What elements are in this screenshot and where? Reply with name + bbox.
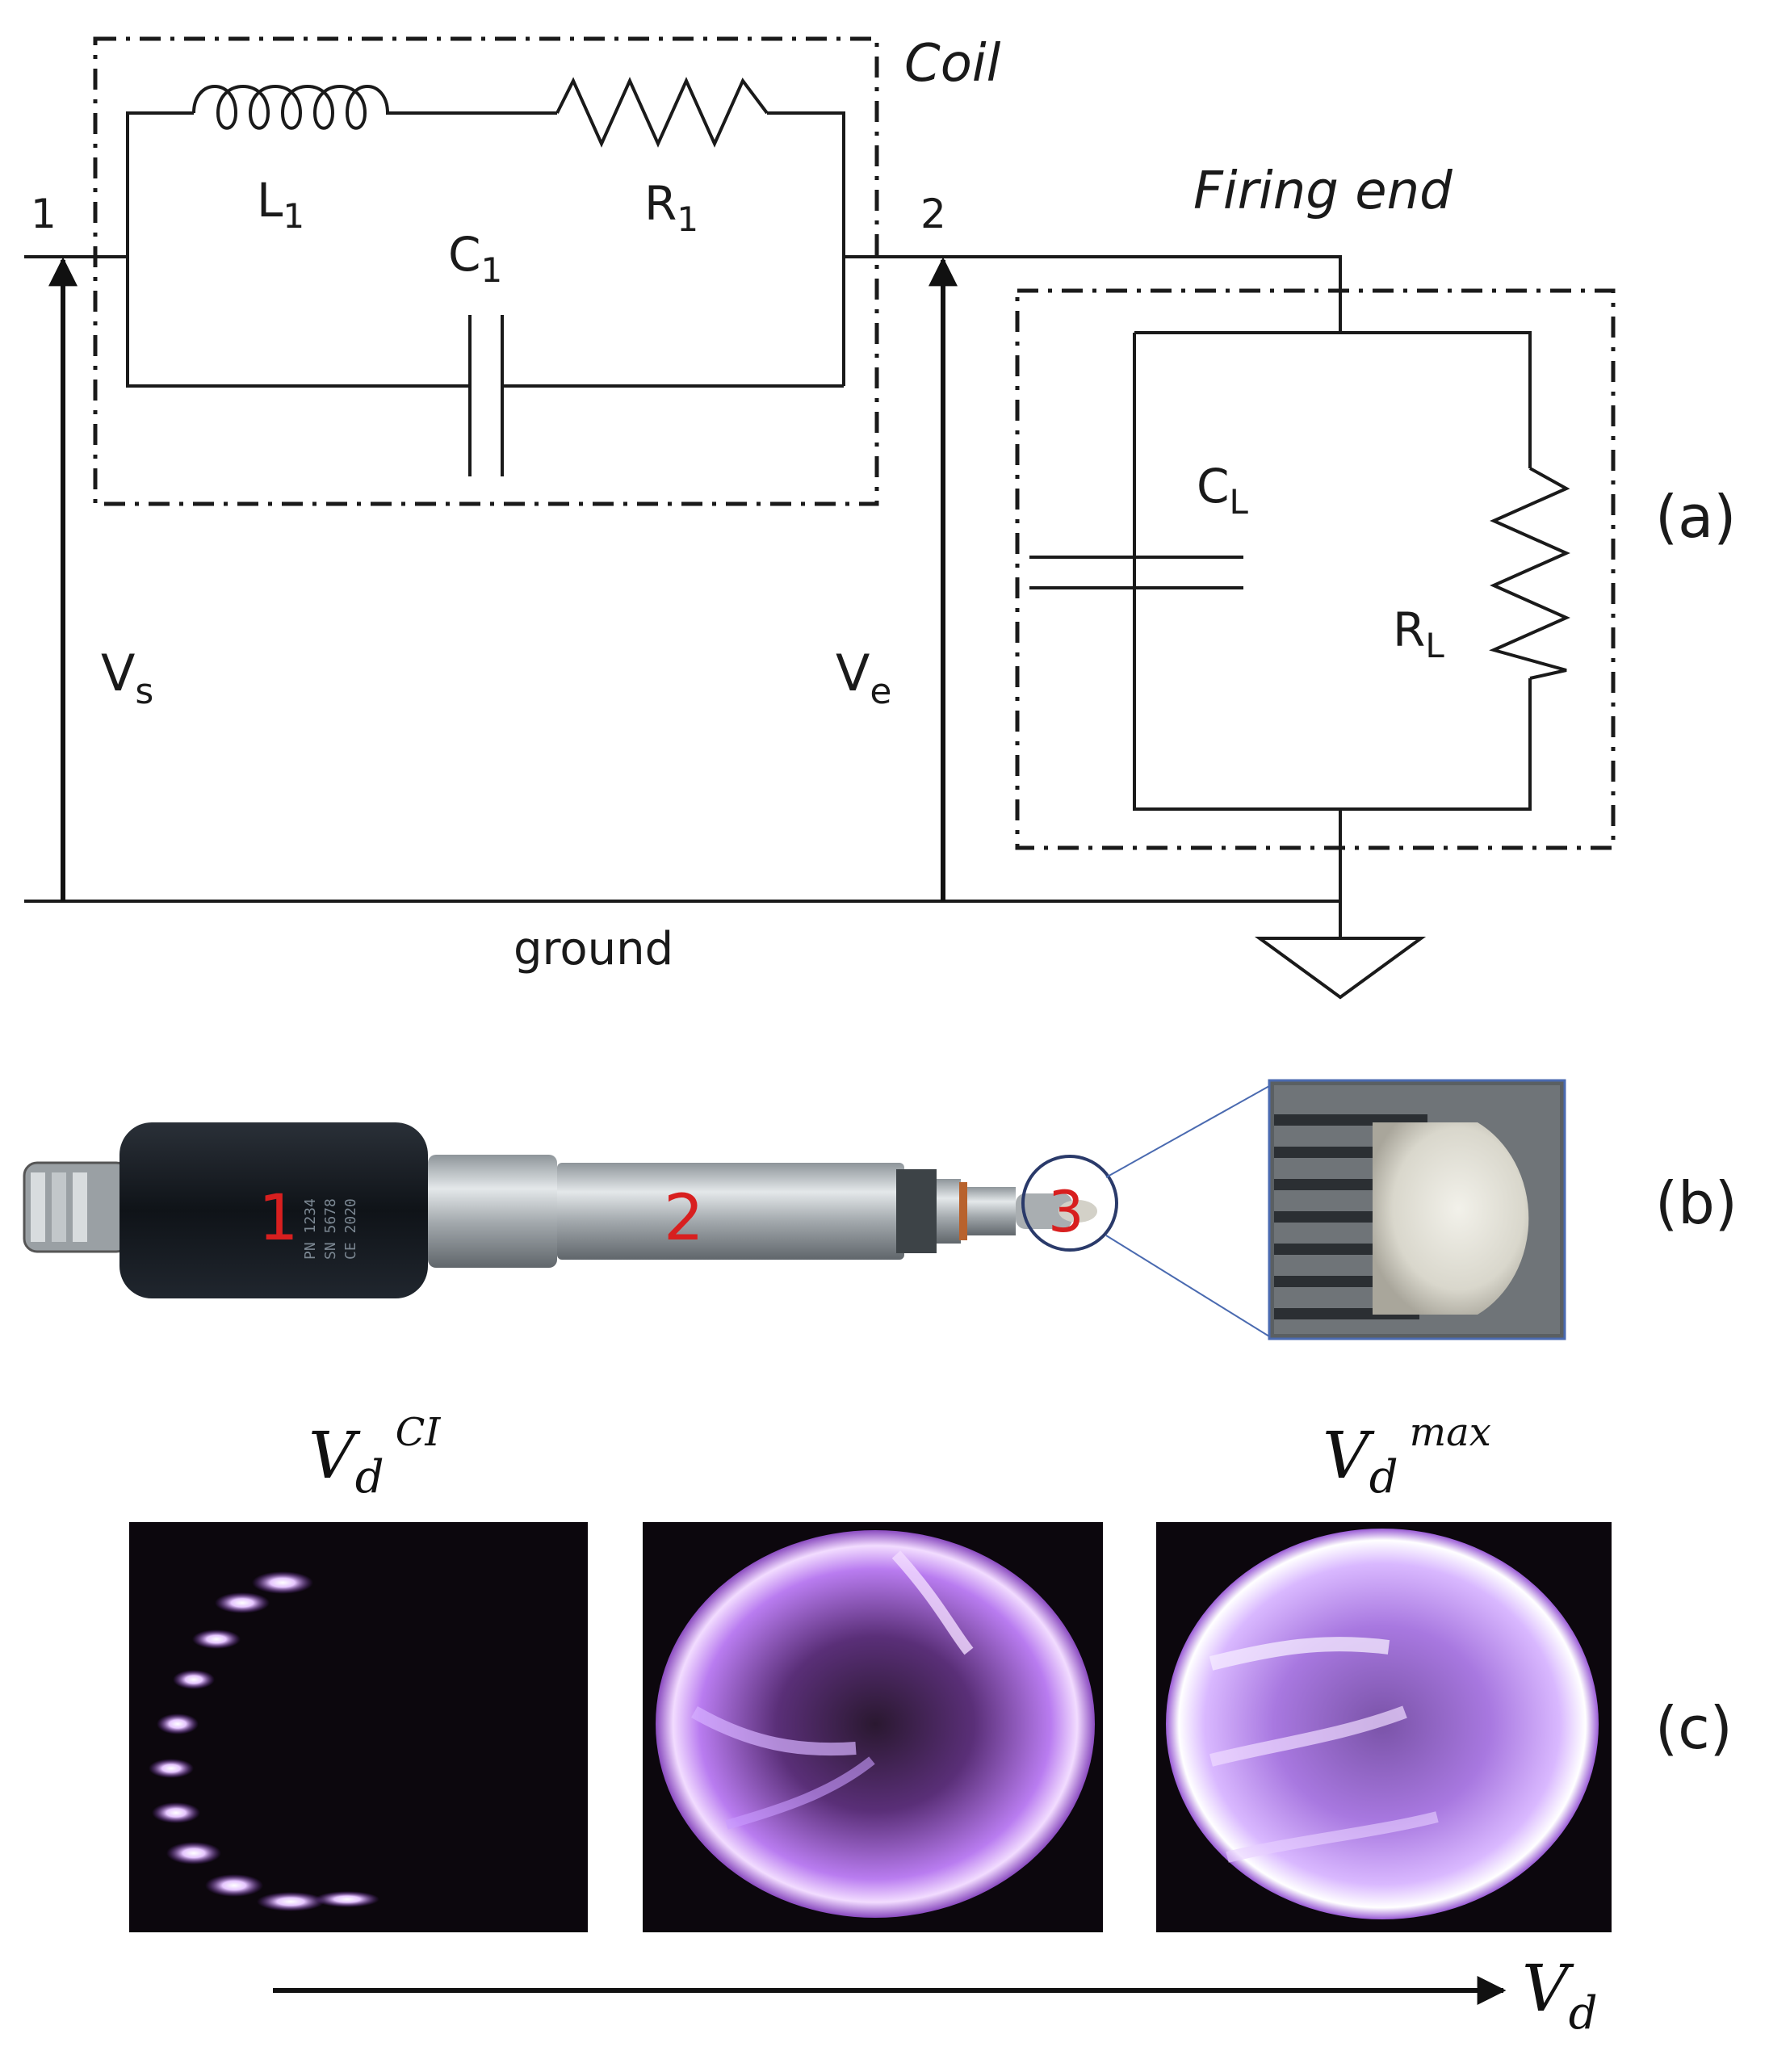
R1-label: R1 [644,176,698,239]
circuit-labels: Coil Firing end 1 2 L1 R1 C1 CL RL Vs Ve… [31,34,1736,975]
node-1-label: 1 [31,191,57,237]
igniter-steel-body [428,1155,557,1268]
vd-axis-label: Vd [1522,1951,1598,2040]
firing-end-box [1015,288,1616,850]
svg-text:PN 1234: PN 1234 [302,1198,319,1260]
tip-highlight-circle [1021,1155,1118,1252]
L1-label: L1 [257,173,304,236]
Ve-label: Ve [836,644,892,712]
discharge-photos: VdCI Vdmax Vd (c) [129,1410,1733,2040]
part-2-marker: 2 [664,1182,704,1255]
firing-end-label: Firing end [1193,161,1453,221]
discharge-photo-right [1156,1522,1612,1932]
node-2-label: 2 [920,191,946,237]
wire-R1-right [767,111,845,386]
C1-label: C1 [448,227,502,290]
tip-inset [1268,1079,1566,1340]
vd-ci-label: VdCI [308,1410,441,1504]
RL-label: RL [1393,602,1444,665]
ground-symbol [1254,937,1427,1000]
discharge-photo-left [129,1522,588,1932]
CL-label: CL [1197,459,1249,522]
wire-node2 [844,255,1342,333]
panel-a-tag: (a) [1655,483,1736,551]
circuit-diagram [24,36,1616,1000]
resistor-RL [1489,467,1570,680]
vd-max-label: Vdmax [1323,1410,1491,1504]
ground-label: ground [514,923,673,975]
svg-text:CE 2020: CE 2020 [342,1198,359,1260]
igniter-tip [1016,1193,1072,1229]
firing-end-loop [1133,331,1532,811]
part-1-marker: 1 [258,1182,299,1255]
panel-b-tag: (b) [1655,1169,1738,1237]
discharge-photo-middle [643,1522,1103,1932]
coil-label: Coil [904,34,1001,94]
wire-C1-left [126,257,470,388]
panel-c-tag: (c) [1655,1694,1733,1762]
resistor-R1 [555,77,769,148]
Vs-label: Vs [101,644,153,712]
igniter-photo: PN 1234 SN 5678 CE 2020 [23,1079,1738,1340]
coil-top-wire [126,111,194,257]
svg-text:SN 5678: SN 5678 [322,1198,339,1260]
part-3-marker: 3 [1048,1179,1084,1245]
igniter-coil-housing [119,1122,428,1298]
inductor-L1 [192,85,424,130]
